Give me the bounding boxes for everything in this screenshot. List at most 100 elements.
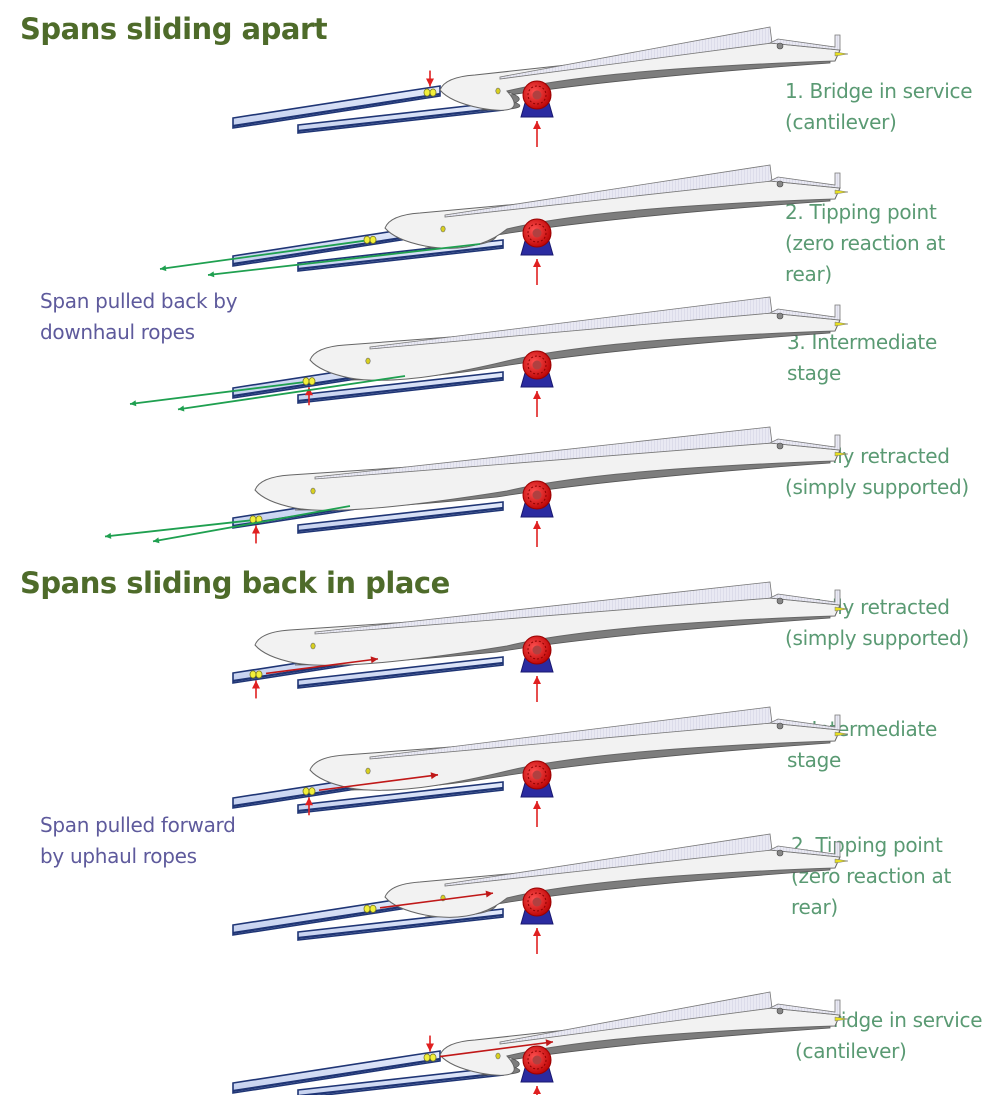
roller-hub — [532, 490, 542, 500]
deck-marker-icon — [495, 87, 501, 95]
rear-rail-lower-edge — [297, 106, 504, 133]
roller-spokes — [527, 355, 547, 375]
nose-parapet — [768, 589, 841, 606]
hinge-icon — [776, 722, 784, 730]
roller-pin-icon — [308, 377, 316, 386]
hinge-icon — [776, 180, 784, 188]
uphaul-rope — [318, 773, 439, 792]
rear-reaction-arrow-head — [252, 525, 260, 534]
roller-hub — [532, 1055, 542, 1065]
downhaul-rope-arrowhead — [130, 400, 137, 407]
roller-hub — [532, 228, 542, 238]
bridge-stage-1-1 — [232, 706, 849, 827]
roller-pin-icon — [363, 904, 371, 913]
downhaul-rope — [177, 375, 406, 411]
hinge-icon — [776, 312, 784, 320]
front-reaction-arrow-head — [533, 1086, 541, 1094]
nose-pin-icon — [834, 51, 849, 57]
roller-pin-icon — [429, 88, 437, 97]
bridge-deck — [384, 180, 841, 249]
rear-rail-upper-edge — [232, 1057, 441, 1093]
nose-pin-icon — [834, 1016, 849, 1022]
deck-marker-icon — [310, 642, 316, 650]
nose-pin-icon — [834, 731, 849, 737]
nose-pin-icon — [834, 606, 849, 612]
stage-label: 1. Bridge in service (cantilever) — [785, 79, 973, 134]
roller-hub — [532, 770, 542, 780]
rear-rail-lower-edge — [297, 244, 504, 271]
roller-pin-icon — [302, 377, 310, 386]
roller-pin-icon — [363, 235, 371, 244]
uphaul-rope-arrowhead — [370, 656, 378, 664]
bridge-deck — [439, 42, 841, 111]
deck-marker-icon — [365, 357, 371, 365]
roller-pin-icon — [429, 1053, 437, 1062]
roller-hub — [532, 90, 542, 100]
rear-reaction-arrow-head — [252, 680, 260, 689]
uphaul-rope-arrowhead — [430, 772, 438, 780]
stage-label: 2. Tipping point (zero reaction at rear) — [785, 200, 945, 286]
downhaul-rope — [104, 519, 251, 538]
roller-spokes — [527, 1050, 547, 1070]
uphaul-rope — [439, 1041, 554, 1058]
rear-reaction-arrow-head — [426, 78, 434, 87]
bridge-stage-0-0 — [232, 26, 849, 147]
bridge-stage-1-3 — [232, 991, 849, 1095]
rear-rail-lower-edge — [297, 913, 504, 940]
downhaul-rope — [129, 381, 304, 405]
rear-rail-lower-edge — [297, 1071, 504, 1095]
rear-reaction-arrow-head — [305, 797, 313, 806]
roller-hub — [532, 897, 542, 907]
downhaul-rope-arrowhead — [208, 271, 215, 278]
roller-pin-icon — [369, 235, 377, 244]
nose-parapet — [768, 999, 841, 1016]
hinge-icon — [776, 1007, 784, 1015]
rear-reaction-arrow-head — [305, 387, 313, 396]
roller-pin-icon — [369, 904, 377, 913]
downhaul-rope-arrowhead — [178, 405, 185, 412]
front-reaction-arrow-head — [533, 121, 541, 129]
roller-spokes — [527, 223, 547, 243]
roller-spokes — [527, 85, 547, 105]
deck-marker-icon — [310, 487, 316, 495]
nose-parapet — [768, 714, 841, 731]
nose-parapet — [768, 841, 841, 858]
section-title-sliding-back: Spans sliding back in place — [20, 566, 450, 600]
roller-spokes — [527, 892, 547, 912]
roller-spokes — [527, 765, 547, 785]
downhaul-rope-arrowhead — [153, 537, 160, 544]
rear-rail-lower-edge — [297, 786, 504, 813]
downhaul-rope — [207, 243, 481, 276]
nose-pin-icon — [834, 451, 849, 457]
section-title-sliding-apart: Spans sliding apart — [20, 12, 328, 46]
downhaul-rope — [152, 505, 351, 543]
rear-rail-lower-edge — [297, 376, 504, 403]
roller-pin-icon — [249, 515, 257, 524]
hinge-icon — [776, 597, 784, 605]
rear-rail-upper-edge — [232, 92, 441, 128]
rear-reaction-arrow-head — [426, 1043, 434, 1052]
annotation-uphaul: Span pulled forward by uphaul ropes — [40, 813, 236, 868]
uphaul-rope-arrowhead — [545, 1039, 553, 1047]
nose-pin-icon — [834, 321, 849, 327]
bridge-stage-1-2 — [232, 833, 849, 954]
nose-parapet — [768, 34, 841, 51]
front-reaction-arrow-head — [533, 521, 541, 529]
uphaul-rope-arrowhead — [485, 890, 493, 898]
roller-pin-icon — [255, 670, 263, 679]
roller-spokes — [527, 485, 547, 505]
bridge-stage-1-0 — [232, 581, 849, 702]
front-reaction-arrow-head — [533, 801, 541, 809]
nose-parapet — [768, 304, 841, 321]
bridge-stage-0-3 — [104, 426, 849, 547]
stage-label: 3. Intermediate stage — [787, 330, 937, 385]
downhaul-rope — [159, 239, 365, 270]
uphaul-rope — [379, 892, 494, 909]
bridge-stage-0-2 — [129, 296, 849, 417]
rear-rail-lower-edge — [297, 661, 504, 688]
roller-hub — [532, 645, 542, 655]
hinge-icon — [776, 442, 784, 450]
roller-pin-icon — [423, 1053, 431, 1062]
rear-rail-lower-edge — [297, 506, 504, 533]
deck-marker-icon — [365, 767, 371, 775]
